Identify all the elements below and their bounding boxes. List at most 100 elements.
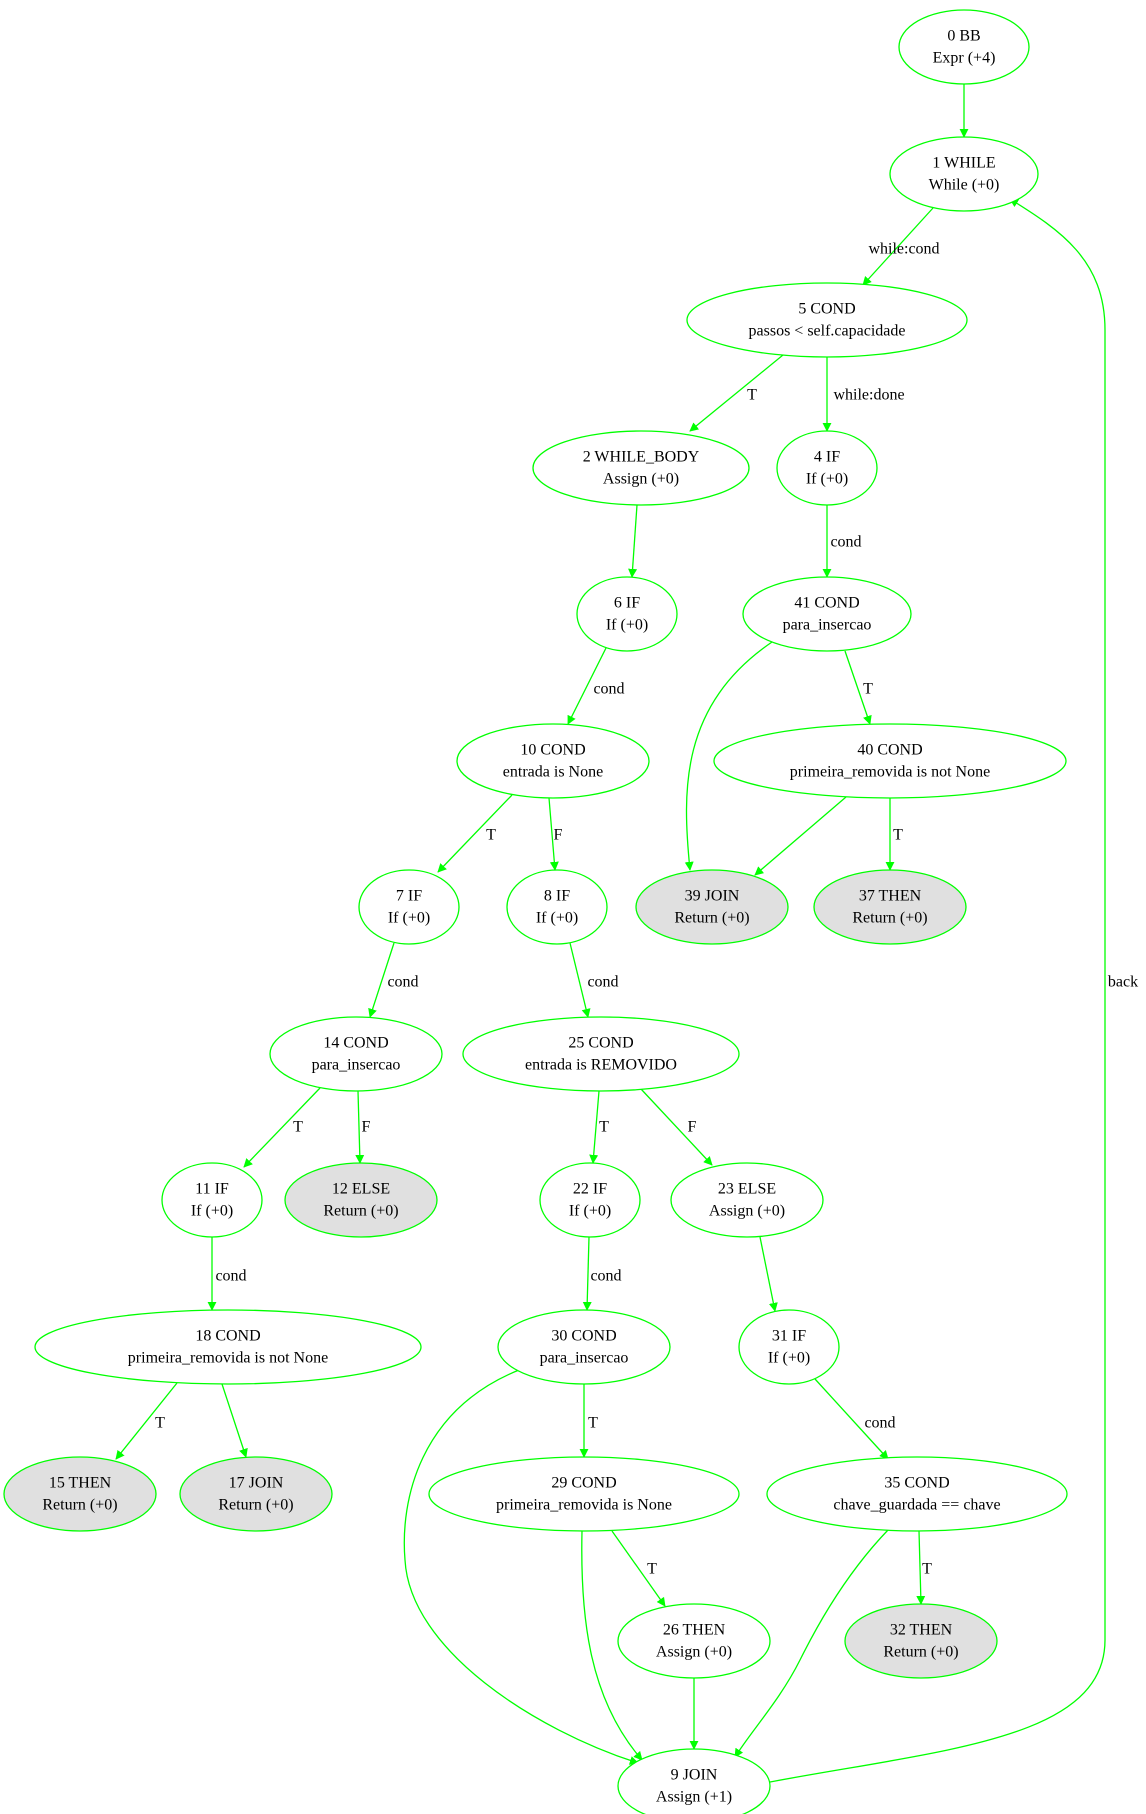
node-ellipse bbox=[456, 723, 650, 799]
node-ellipse bbox=[742, 576, 912, 652]
node-subtitle: If (+0) bbox=[388, 910, 430, 927]
node-subtitle: Expr (+4) bbox=[933, 50, 996, 67]
node-ellipse bbox=[617, 1603, 771, 1679]
edge-n35-to-n32 bbox=[916, 1530, 926, 1605]
node-title: 10 COND bbox=[520, 742, 585, 759]
edge-n40-to-n39 bbox=[754, 796, 847, 876]
leaf-node-ellipse bbox=[844, 1603, 998, 1679]
edge-label: F bbox=[554, 827, 563, 844]
edge-label: back bbox=[1108, 974, 1138, 991]
node-title: 31 IF bbox=[772, 1328, 806, 1345]
edge-label: cond bbox=[590, 1268, 621, 1285]
node-subtitle: If (+0) bbox=[569, 1203, 611, 1220]
node-ellipse bbox=[617, 1748, 771, 1814]
node-title: 40 COND bbox=[857, 742, 922, 759]
node-title: 9 JOIN bbox=[671, 1767, 718, 1784]
node-subtitle: Assign (+0) bbox=[656, 1644, 732, 1661]
edge-n10-to-n7 bbox=[437, 794, 513, 873]
node-subtitle: Assign (+0) bbox=[709, 1203, 785, 1220]
edge-label: while:done bbox=[833, 387, 904, 404]
node-title: 23 ELSE bbox=[718, 1181, 776, 1198]
node-title: 18 COND bbox=[195, 1328, 260, 1345]
node-title: 6 IF bbox=[614, 595, 640, 612]
node-title: 2 WHILE_BODY bbox=[583, 449, 700, 466]
node-ellipse bbox=[889, 136, 1039, 212]
node-title: 15 THEN bbox=[49, 1475, 112, 1492]
node-subtitle: primeira_removida is not None bbox=[790, 764, 990, 781]
node-subtitle: If (+0) bbox=[191, 1203, 233, 1220]
node-title: 25 COND bbox=[568, 1035, 633, 1052]
node-ellipse bbox=[576, 576, 678, 652]
node-subtitle: Return (+0) bbox=[42, 1497, 117, 1514]
edge-n31-to-n35 bbox=[814, 1378, 889, 1460]
node-ellipse bbox=[161, 1162, 263, 1238]
graph-node: 11 IF If (+0) bbox=[161, 1162, 263, 1238]
node-subtitle: Return (+0) bbox=[674, 910, 749, 927]
node-ellipse bbox=[506, 869, 608, 945]
node-ellipse bbox=[34, 1309, 422, 1385]
graph-node: 26 THEN Assign (+0) bbox=[617, 1603, 771, 1679]
edge-n29-to-n26 bbox=[611, 1530, 666, 1607]
node-title: 11 IF bbox=[195, 1181, 229, 1198]
node-subtitle: If (+0) bbox=[806, 471, 848, 488]
node-title: 30 COND bbox=[551, 1328, 616, 1345]
leaf-node-ellipse bbox=[284, 1162, 438, 1238]
edge-n5-to-n2 bbox=[689, 354, 784, 432]
edge-label: T bbox=[747, 387, 757, 404]
graph-node: 7 IF If (+0) bbox=[358, 869, 460, 945]
node-title: 41 COND bbox=[794, 595, 859, 612]
node-title: 1 WHILE bbox=[932, 155, 995, 172]
edge-label: T bbox=[599, 1119, 609, 1136]
node-title: 17 JOIN bbox=[229, 1475, 284, 1492]
leaf-node-ellipse bbox=[635, 869, 789, 945]
edge-n41-to-n40 bbox=[844, 650, 872, 725]
graph-node: 23 ELSE Assign (+0) bbox=[670, 1162, 824, 1238]
edge-n6-to-n10 bbox=[567, 647, 607, 725]
edge-label: F bbox=[362, 1119, 371, 1136]
node-subtitle: If (+0) bbox=[606, 617, 648, 634]
edge-label: T bbox=[588, 1415, 598, 1432]
edge-n18-to-n15 bbox=[115, 1382, 178, 1460]
node-ellipse bbox=[670, 1162, 824, 1238]
node-ellipse bbox=[358, 869, 460, 945]
edge-label: T bbox=[863, 681, 873, 698]
node-title: 5 COND bbox=[798, 301, 855, 318]
node-title: 7 IF bbox=[396, 888, 422, 905]
edge-label: cond bbox=[830, 534, 861, 551]
edge-label: cond bbox=[387, 974, 418, 991]
node-ellipse bbox=[686, 282, 968, 358]
node-subtitle: passos < self.capacidade bbox=[749, 323, 906, 340]
node-title: 8 IF bbox=[544, 888, 570, 905]
leaf-node-ellipse bbox=[3, 1456, 157, 1532]
graph-node: 39 JOIN Return (+0) bbox=[635, 869, 789, 945]
node-title: 26 THEN bbox=[663, 1622, 726, 1639]
edge-label: cond bbox=[587, 974, 618, 991]
node-ellipse bbox=[776, 430, 878, 506]
edge-n41-to-n39 bbox=[684, 641, 773, 871]
node-title: 39 JOIN bbox=[685, 888, 740, 905]
edge-n25-to-n22 bbox=[589, 1090, 600, 1164]
node-subtitle: para_insercao bbox=[783, 617, 872, 634]
node-subtitle: para_insercao bbox=[312, 1057, 401, 1074]
graph-node: 5 COND passos < self.capacidade bbox=[686, 282, 968, 358]
graph-node: 40 COND primeira_removida is not None bbox=[713, 723, 1067, 799]
edge-n22-to-n30 bbox=[582, 1236, 592, 1311]
leaf-node-ellipse bbox=[179, 1456, 333, 1532]
graph-node: 41 COND para_insercao bbox=[742, 576, 912, 652]
node-subtitle: Return (+0) bbox=[323, 1203, 398, 1220]
edge-label: while:cond bbox=[868, 241, 939, 258]
edge-label: cond bbox=[864, 1415, 895, 1432]
